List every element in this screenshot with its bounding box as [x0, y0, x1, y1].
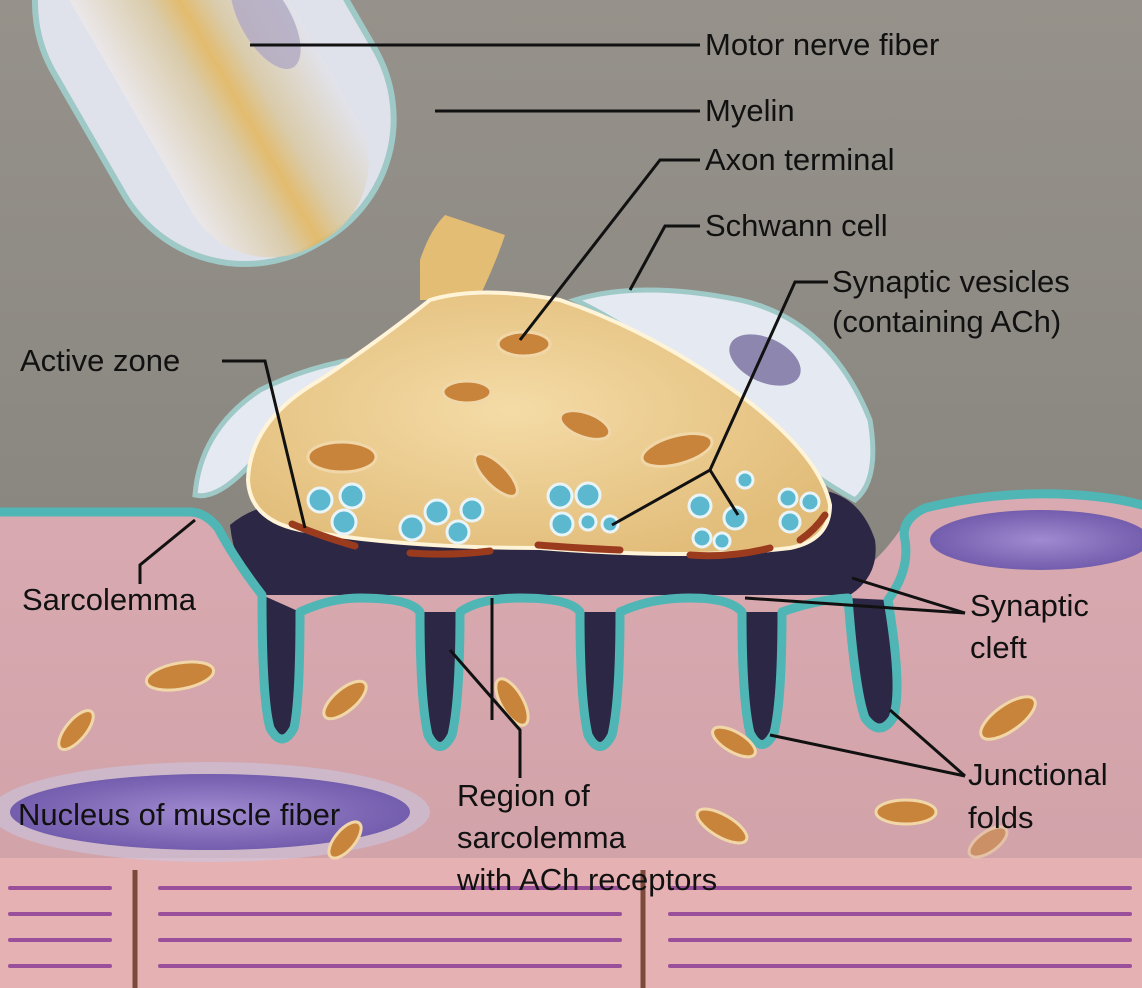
label-region-line3: with ACh receptors — [457, 862, 717, 898]
label-schwann-cell: Schwann cell — [705, 208, 888, 244]
label-sarcolemma: Sarcolemma — [22, 582, 196, 618]
label-region-line2: sarcolemma — [457, 820, 626, 856]
label-synaptic-vesicles-detail: (containing ACh) — [832, 304, 1061, 340]
label-active-zone: Active zone — [20, 343, 180, 379]
label-synaptic-cleft-line1: Synaptic — [970, 588, 1089, 624]
label-region-line1: Region of — [457, 778, 590, 814]
label-nucleus-of-muscle-fiber: Nucleus of muscle fiber — [18, 797, 340, 833]
label-motor-nerve-fiber: Motor nerve fiber — [705, 27, 939, 63]
label-myelin: Myelin — [705, 93, 795, 129]
label-junctional-folds-line1: Junctional — [968, 757, 1108, 793]
label-axon-terminal: Axon terminal — [705, 142, 895, 178]
label-synaptic-cleft-line2: cleft — [970, 630, 1027, 666]
label-junctional-folds-line2: folds — [968, 800, 1033, 836]
label-synaptic-vesicles: Synaptic vesicles — [832, 264, 1070, 300]
